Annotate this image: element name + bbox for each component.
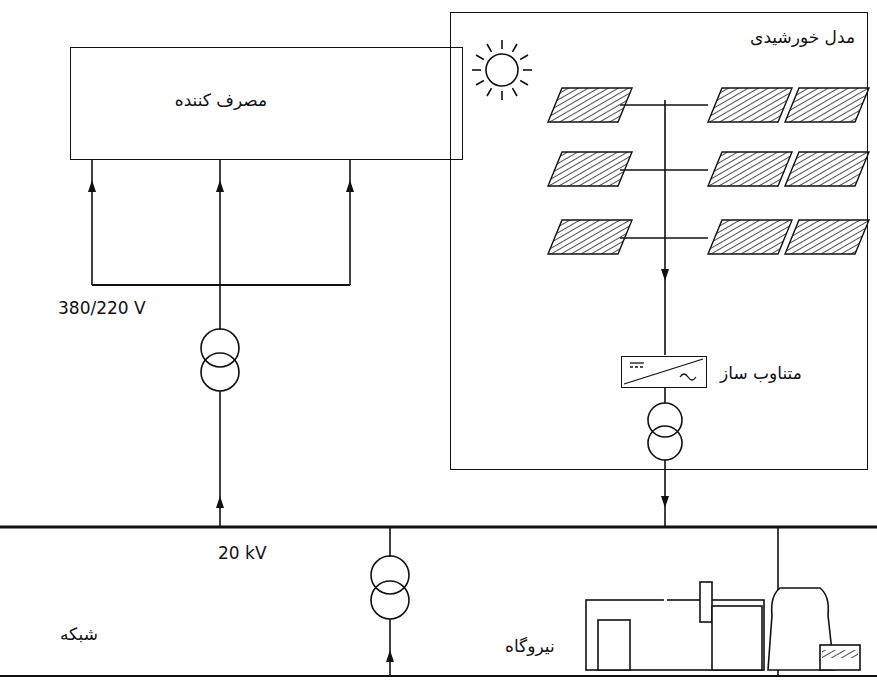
node-text: مصرف کننده (175, 90, 267, 110)
inverter-box: متناوب ساز (621, 356, 707, 388)
voltage-label: 380/220 V (58, 298, 146, 318)
voltage-label: 20 kV (218, 543, 267, 563)
inverter-symbol (622, 357, 705, 386)
node-text: مدل خورشیدی (750, 27, 855, 47)
grid-label: شبکه (60, 624, 98, 644)
plant-label: نیروگاه (505, 636, 555, 656)
solar-region: مدل خورشیدی متناوب ساز (450, 12, 868, 470)
consumer-box: مصرف کننده (70, 47, 463, 160)
node-text: متناوب ساز (720, 363, 802, 383)
